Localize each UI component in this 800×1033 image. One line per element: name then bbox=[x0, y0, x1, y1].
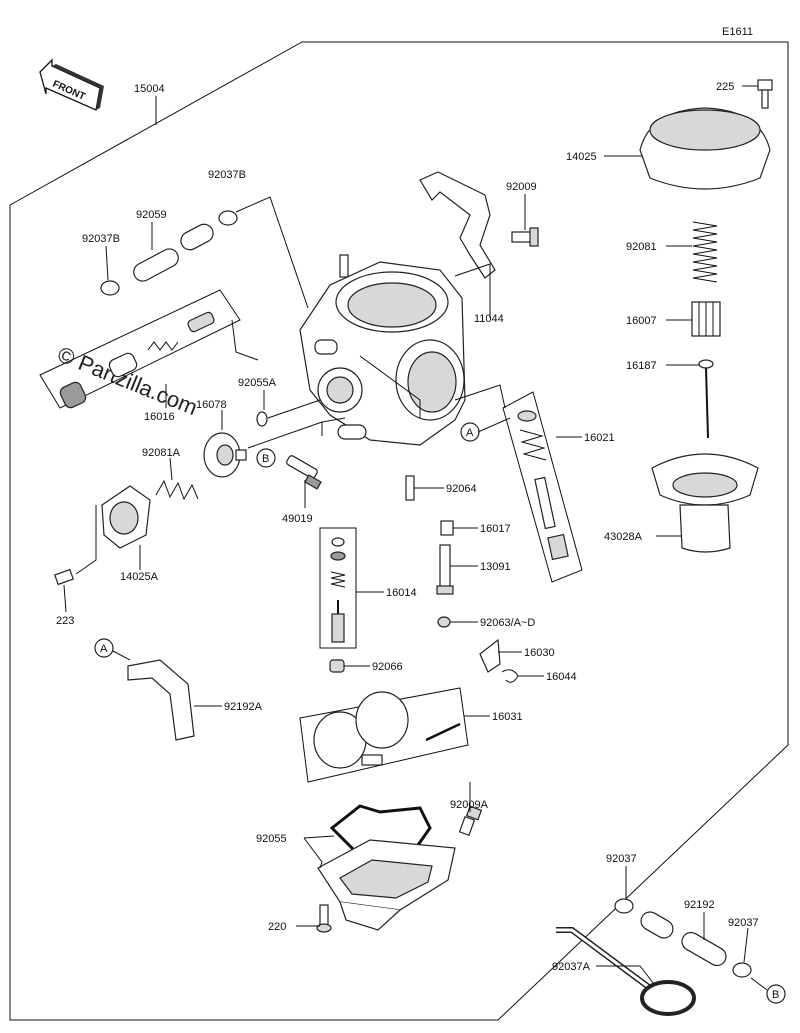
label-16007: 16007 bbox=[626, 315, 657, 327]
carburetor-body bbox=[299, 254, 466, 446]
label-11044: 11044 bbox=[474, 313, 504, 325]
spring-92081A bbox=[155, 479, 199, 501]
label-92059: 92059 bbox=[136, 209, 167, 221]
label-92037-1: 92037 bbox=[606, 853, 637, 865]
label-16030: 16030 bbox=[524, 647, 555, 659]
diaphragm-16078 bbox=[203, 432, 247, 478]
screw-92009 bbox=[511, 227, 539, 247]
part-labels: 15004 92037B 92059 92037B 92009 11044 22… bbox=[56, 81, 759, 973]
tube-92059 bbox=[133, 223, 214, 282]
float-kit-16031 bbox=[299, 687, 469, 783]
jet-needle-16187 bbox=[698, 359, 714, 439]
svg-text:B: B bbox=[772, 989, 779, 1001]
screw-49019 bbox=[286, 455, 322, 490]
label-13091: 13091 bbox=[480, 561, 511, 573]
jet-16017 bbox=[440, 520, 454, 536]
label-14025A: 14025A bbox=[120, 571, 159, 583]
label-92192A: 92192A bbox=[224, 701, 263, 713]
main-jet-92063 bbox=[437, 616, 451, 628]
starter-plunger-kit-16016 bbox=[39, 289, 241, 409]
diaphragm-43028A bbox=[651, 453, 759, 553]
callout-b-lower: B bbox=[766, 984, 786, 1004]
label-92037A: 92037A bbox=[552, 961, 591, 973]
label-15004: 15004 bbox=[134, 83, 165, 95]
leader-lines bbox=[63, 85, 768, 991]
label-14025: 14025 bbox=[566, 151, 597, 163]
spring-92081 bbox=[692, 221, 718, 283]
label-49019: 49019 bbox=[282, 513, 313, 525]
label-220: 220 bbox=[268, 921, 286, 933]
clamp-92037-upper bbox=[614, 898, 634, 914]
label-16014: 16014 bbox=[386, 587, 417, 599]
label-16078: 16078 bbox=[196, 399, 227, 411]
clamp-92037B-upper bbox=[218, 210, 238, 226]
callout-a-upper: A bbox=[460, 422, 480, 442]
label-92063: 92063/A~D bbox=[480, 617, 535, 629]
svg-text:B: B bbox=[262, 453, 269, 465]
needle-jet-13091 bbox=[436, 544, 454, 595]
callout-a-lower: A bbox=[94, 638, 114, 658]
svg-text:A: A bbox=[100, 643, 108, 655]
label-43028A: 43028A bbox=[604, 531, 643, 543]
jet-92064 bbox=[405, 475, 415, 501]
label-16021: 16021 bbox=[584, 432, 615, 444]
label-16031: 16031 bbox=[492, 711, 523, 723]
label-92037B-1: 92037B bbox=[208, 169, 246, 181]
label-92081A: 92081A bbox=[142, 447, 181, 459]
label-225: 225 bbox=[716, 81, 734, 93]
svg-text:A: A bbox=[466, 427, 474, 439]
tube-92192 bbox=[640, 911, 727, 967]
label-92055: 92055 bbox=[256, 833, 287, 845]
callout-b-upper: B bbox=[256, 448, 276, 468]
float-valve-16030 bbox=[479, 638, 501, 673]
cover-14025A bbox=[101, 485, 151, 549]
label-16017: 16017 bbox=[480, 523, 511, 535]
assembly-outline bbox=[9, 41, 789, 1021]
diagram-code: E1611 bbox=[722, 26, 753, 38]
clip-16044 bbox=[501, 669, 519, 683]
screw-220 bbox=[316, 904, 332, 933]
float-bowl bbox=[317, 839, 456, 931]
screw-225 bbox=[757, 79, 773, 109]
jet-kit-16014 bbox=[319, 527, 357, 649]
front-arrow-icon: FRONT bbox=[39, 58, 104, 111]
cap-92066 bbox=[329, 659, 345, 673]
hose-92192A bbox=[127, 659, 195, 741]
label-16016: 16016 bbox=[144, 411, 175, 423]
clamp-92037-lower bbox=[732, 962, 752, 978]
label-92009: 92009 bbox=[506, 181, 537, 193]
clamp-92037B-lower bbox=[100, 280, 120, 296]
top-cover-14025 bbox=[639, 107, 771, 190]
label-92192: 92192 bbox=[684, 899, 715, 911]
label-92064: 92064 bbox=[446, 483, 477, 495]
holder-16007 bbox=[691, 301, 721, 337]
screw-223 bbox=[54, 568, 74, 586]
pilot-screw-kit-16021 bbox=[502, 391, 583, 583]
label-92037-2: 92037 bbox=[728, 917, 759, 929]
label-92037B-2: 92037B bbox=[82, 233, 120, 245]
label-92009A: 92009A bbox=[450, 799, 489, 811]
label-223: 223 bbox=[56, 615, 74, 627]
bracket-11044 bbox=[419, 171, 496, 279]
o-ring-92055A bbox=[256, 411, 268, 427]
strap-92037A bbox=[556, 927, 696, 1016]
label-92055A: 92055A bbox=[238, 377, 277, 389]
label-16187: 16187 bbox=[626, 360, 657, 372]
label-92066: 92066 bbox=[372, 661, 403, 673]
label-16044: 16044 bbox=[546, 671, 577, 683]
label-92081: 92081 bbox=[626, 241, 657, 253]
